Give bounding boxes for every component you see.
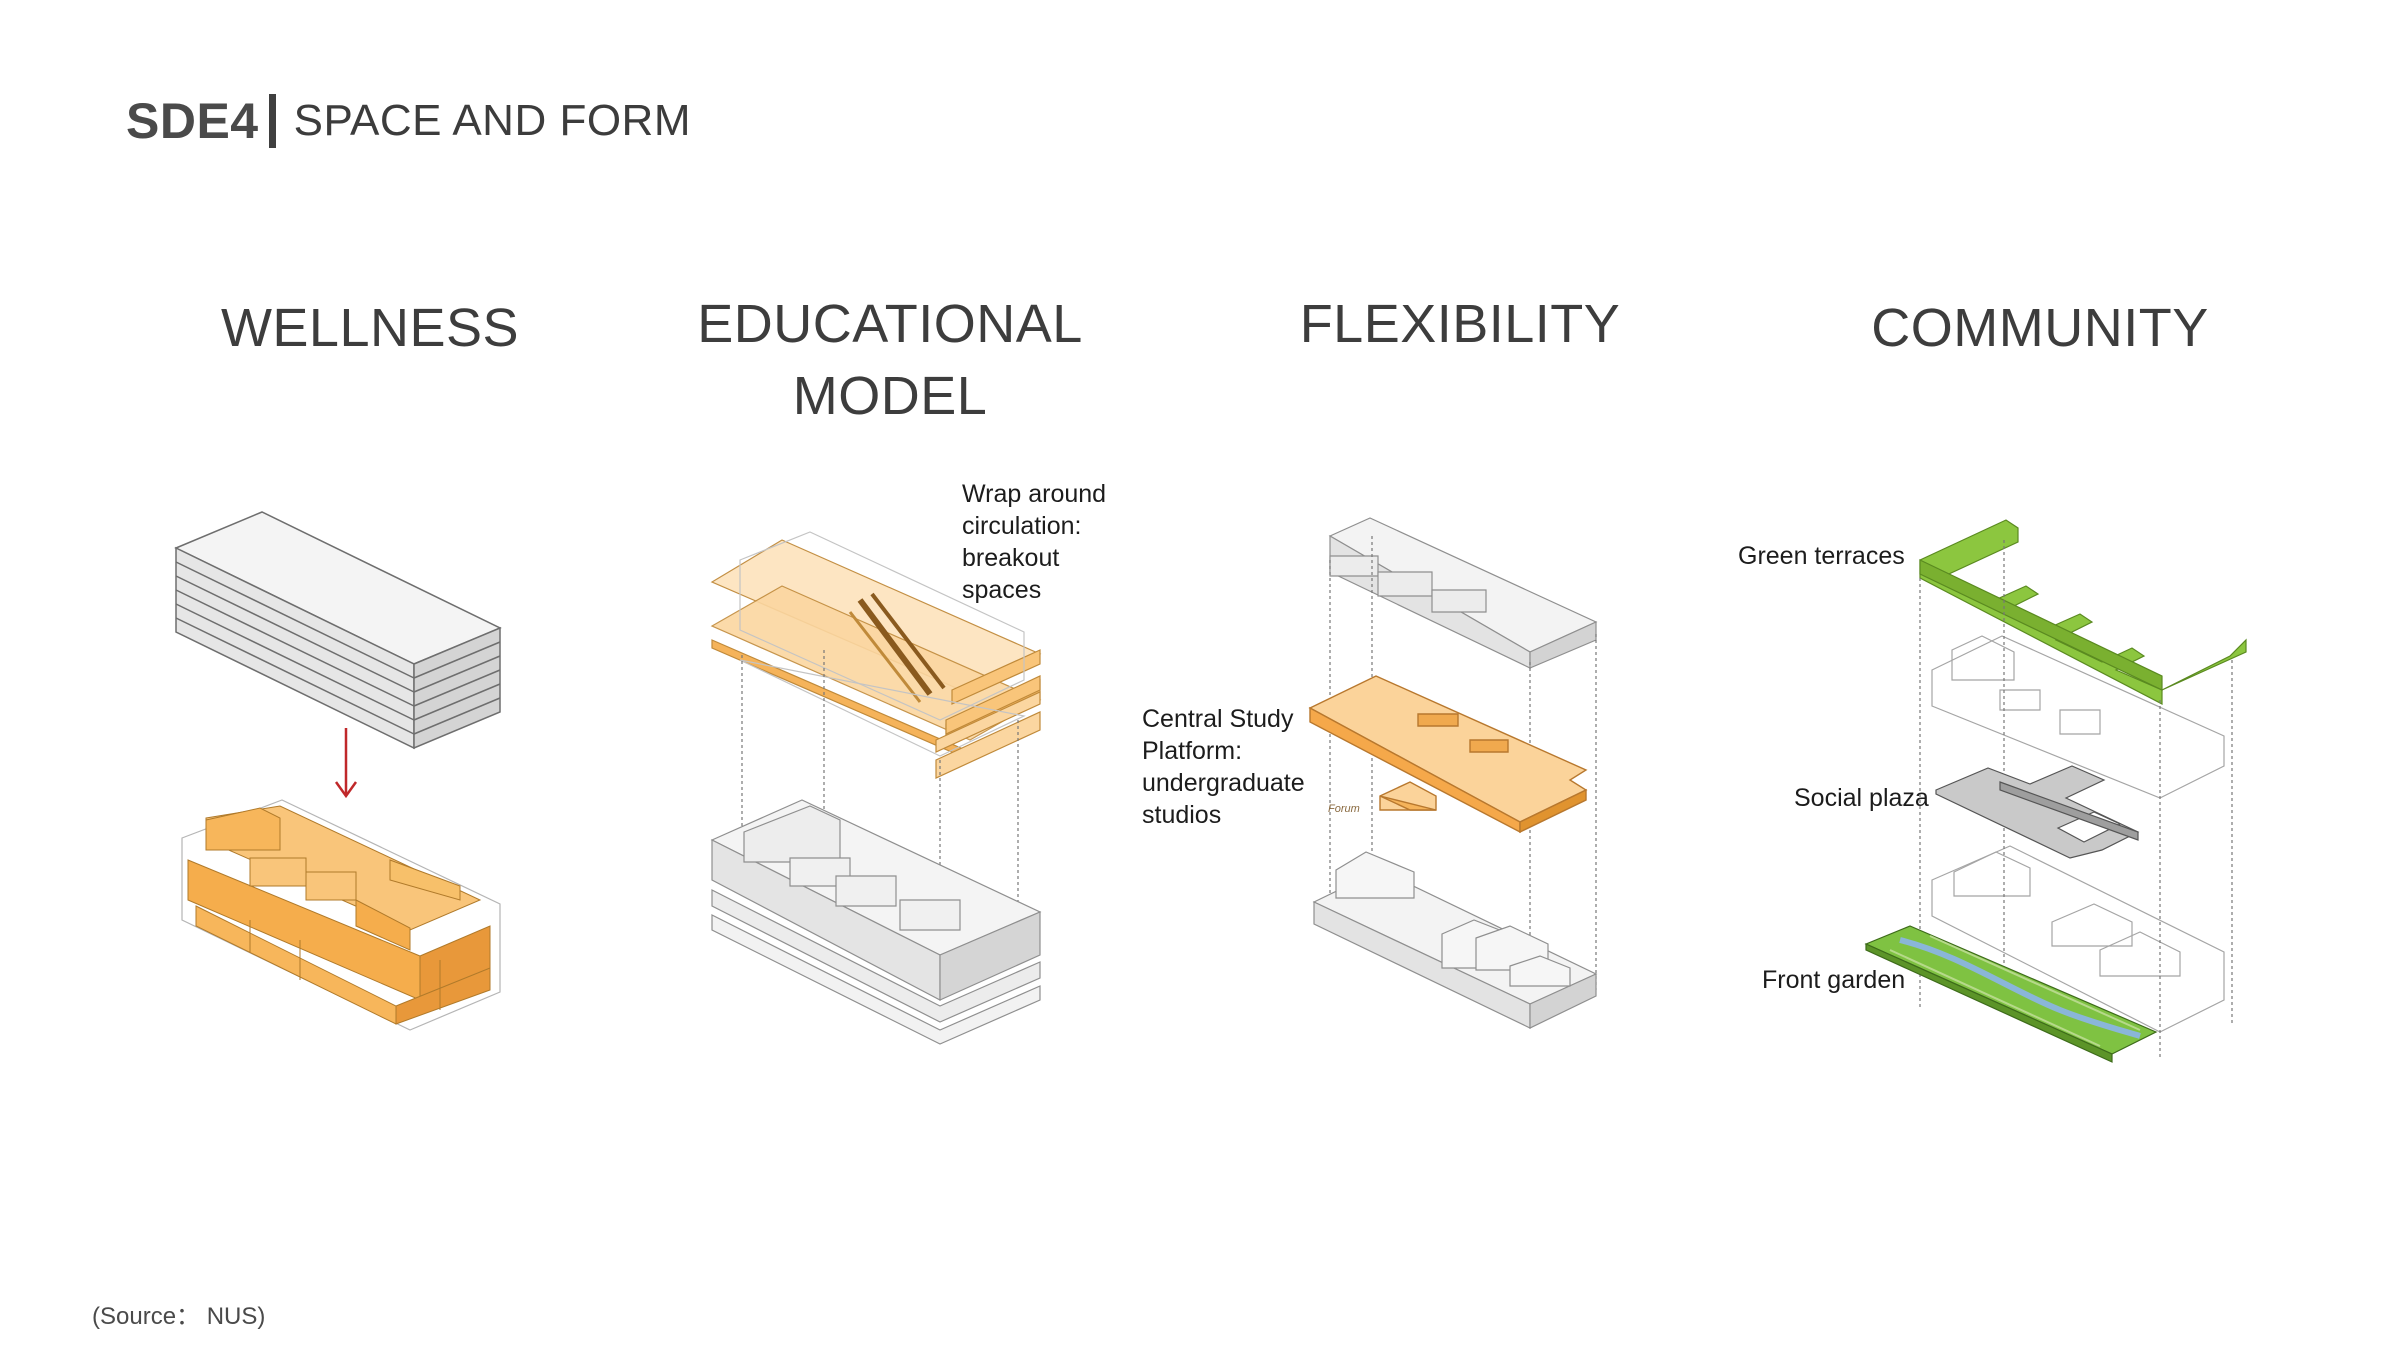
flex-base (1312, 851, 1598, 1029)
orange-volume-block (181, 799, 501, 1031)
upper-floor-outlines (739, 531, 1026, 757)
community-floor-outlines (1931, 635, 2225, 1033)
source-note: (Source： NUS) (92, 1303, 266, 1330)
flexibility-diagram: Forum (1308, 517, 1598, 1029)
community-diagram (1864, 519, 2247, 1063)
wellness-diagram (174, 511, 502, 1031)
central-study-platform (1308, 675, 1588, 834)
flex-top-block (1328, 517, 1598, 669)
label-social-plaza: Social plaza (1794, 784, 1929, 812)
title-text: SPACE AND FORM (293, 96, 691, 145)
label-front-garden: Front garden (1762, 966, 1906, 994)
label-wrap-around-circulation: Wrap around circulation: breakout spaces (962, 480, 1107, 604)
title-divider (268, 94, 276, 148)
educational-base (710, 799, 1042, 1045)
heading-wellness: WELLNESS (220, 298, 520, 358)
social-plaza (1935, 765, 2140, 859)
forum-tag: Forum (1328, 803, 1360, 815)
educational-diagram (710, 531, 1042, 1045)
label-green-terraces: Green terraces (1738, 542, 1905, 570)
heading-community: COMMUNITY (1871, 298, 2209, 358)
circulation-wrap (710, 539, 1042, 779)
title-code: SDE4 (126, 93, 259, 149)
slide-title: SDE4 SPACE AND FORM (126, 86, 691, 156)
green-terraces (1919, 519, 2247, 705)
down-arrow-icon (334, 728, 358, 799)
heading-educational-model: EDUCATIONAL MODEL (697, 294, 1083, 426)
label-central-study-platform: Central Study Platform: undergraduate st… (1142, 705, 1305, 829)
heading-flexibility: FLEXIBILITY (1299, 294, 1621, 354)
grey-slab-block (174, 511, 502, 750)
flex-columns (1329, 536, 1597, 1020)
front-garden (1864, 925, 2158, 1063)
